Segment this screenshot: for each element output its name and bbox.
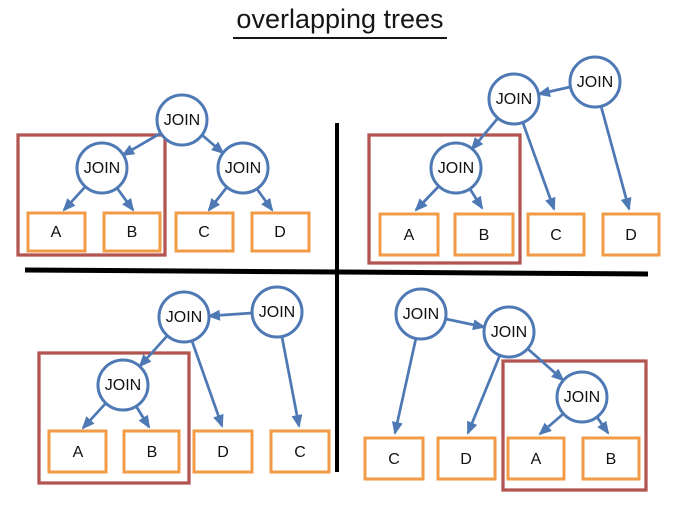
leaf-label: C	[294, 444, 306, 461]
leaf-label: B	[127, 224, 138, 241]
horizontal-divider-line	[24, 267, 649, 277]
join-node-label: JOIN	[225, 160, 261, 177]
edge-root-to-left-join	[121, 131, 162, 157]
edge-join-to-leaf-a	[538, 412, 564, 436]
leaf-box	[581, 436, 641, 481]
edge-join-to-leaf-a	[81, 402, 108, 430]
join-node-label: JOIN	[84, 160, 120, 177]
join-node-circle	[568, 55, 622, 109]
leaf-box	[122, 429, 181, 474]
join-node-label: JOIN	[496, 91, 532, 108]
highlight-rectangle	[501, 359, 648, 492]
join-node-label: JOIN	[491, 324, 527, 341]
title-bar: overlapping trees	[0, 3, 680, 39]
edge-mid-to-lower-join	[138, 335, 169, 368]
leaf-box	[174, 211, 235, 253]
leaf-label: A	[73, 444, 84, 461]
join-node-circle	[155, 93, 209, 147]
leaf-box	[436, 436, 497, 481]
edge-root-to-mid-join	[445, 317, 486, 331]
join-node-label: JOIN	[164, 112, 200, 129]
join-node-circle	[394, 287, 448, 341]
join-node-label: JOIN	[564, 389, 600, 406]
join-node-circle	[216, 141, 270, 195]
join-node-circle	[487, 72, 541, 126]
edge-join-to-leaf-a	[62, 186, 87, 212]
edge-mid-to-lower-join	[470, 117, 500, 151]
edge-join-to-leaf-d	[255, 188, 274, 212]
quadrant-bottom-right: JOIN JOIN JOIN C D A B	[363, 287, 648, 492]
leaf-label: A	[531, 451, 542, 468]
edge-root-to-leaf-c	[280, 336, 303, 428]
highlight-rectangle	[37, 351, 191, 485]
leaf-label: C	[198, 224, 210, 241]
leaf-box	[26, 211, 87, 253]
join-node-label: JOIN	[259, 304, 295, 321]
edge-root-to-leaf-c	[392, 337, 418, 435]
join-node-circle	[250, 285, 304, 339]
quadrant-bottom-left: JOIN JOIN JOIN A B D C	[37, 285, 331, 485]
leaf-label: D	[460, 451, 472, 468]
leaf-box	[506, 436, 566, 481]
edge-join-to-leaf-b	[595, 416, 610, 435]
leaf-box	[453, 212, 515, 257]
leaf-box	[192, 429, 254, 474]
leaf-box	[526, 212, 586, 257]
leaf-label: D	[217, 444, 229, 461]
leaf-box	[47, 429, 108, 474]
join-node-label: JOIN	[403, 306, 439, 323]
leaf-label: A	[404, 227, 415, 244]
leaf-label: B	[147, 444, 158, 461]
join-node-circle	[96, 358, 150, 412]
join-node-label: JOIN	[438, 160, 474, 177]
leaf-box	[250, 211, 311, 253]
edge-join-to-leaf-b	[115, 187, 135, 212]
edge-root-to-right-join	[201, 133, 225, 155]
join-node-label: JOIN	[166, 309, 202, 326]
edge-join-to-leaf-c	[207, 186, 229, 212]
edge-root-to-leaf-d	[599, 105, 632, 211]
edge-mid-to-leaf-c	[521, 122, 556, 211]
join-node-circle	[429, 141, 483, 195]
leaf-label: C	[550, 227, 562, 244]
leaf-label: C	[388, 451, 400, 468]
leaf-label: D	[625, 227, 637, 244]
leaf-box	[601, 212, 661, 257]
quadrant-top-right: JOIN JOIN JOIN A B C D	[367, 55, 661, 265]
join-node-circle	[157, 290, 211, 344]
join-node-circle	[555, 370, 609, 424]
highlight-rectangle	[16, 133, 167, 257]
page-title: overlapping trees	[233, 3, 447, 39]
edge-root-to-mid-join	[537, 85, 571, 97]
edge-mid-to-lower-join	[527, 347, 565, 382]
highlight-rectangle	[367, 133, 522, 265]
join-node-label: JOIN	[577, 74, 613, 91]
leaf-label: B	[606, 451, 617, 468]
edge-join-to-leaf-b	[468, 188, 484, 210]
leaf-box	[269, 429, 331, 474]
edge-root-to-mid-join	[207, 309, 253, 321]
edge-mid-to-leaf-d	[466, 354, 502, 435]
join-node-circle	[482, 305, 536, 359]
leaf-label: A	[51, 224, 62, 241]
leaf-box	[102, 211, 162, 253]
edge-join-to-leaf-a	[414, 185, 440, 212]
edge-mid-to-leaf-d	[190, 340, 224, 428]
join-node-label: JOIN	[105, 377, 141, 394]
edge-join-to-leaf-b	[134, 405, 151, 429]
quadrant-top-left: JOIN JOIN JOIN A B C D	[16, 93, 311, 257]
leaf-box	[363, 436, 425, 481]
leaf-box	[378, 212, 440, 257]
leaf-label: D	[274, 224, 286, 241]
leaf-label: B	[479, 227, 490, 244]
join-node-circle	[75, 141, 129, 195]
